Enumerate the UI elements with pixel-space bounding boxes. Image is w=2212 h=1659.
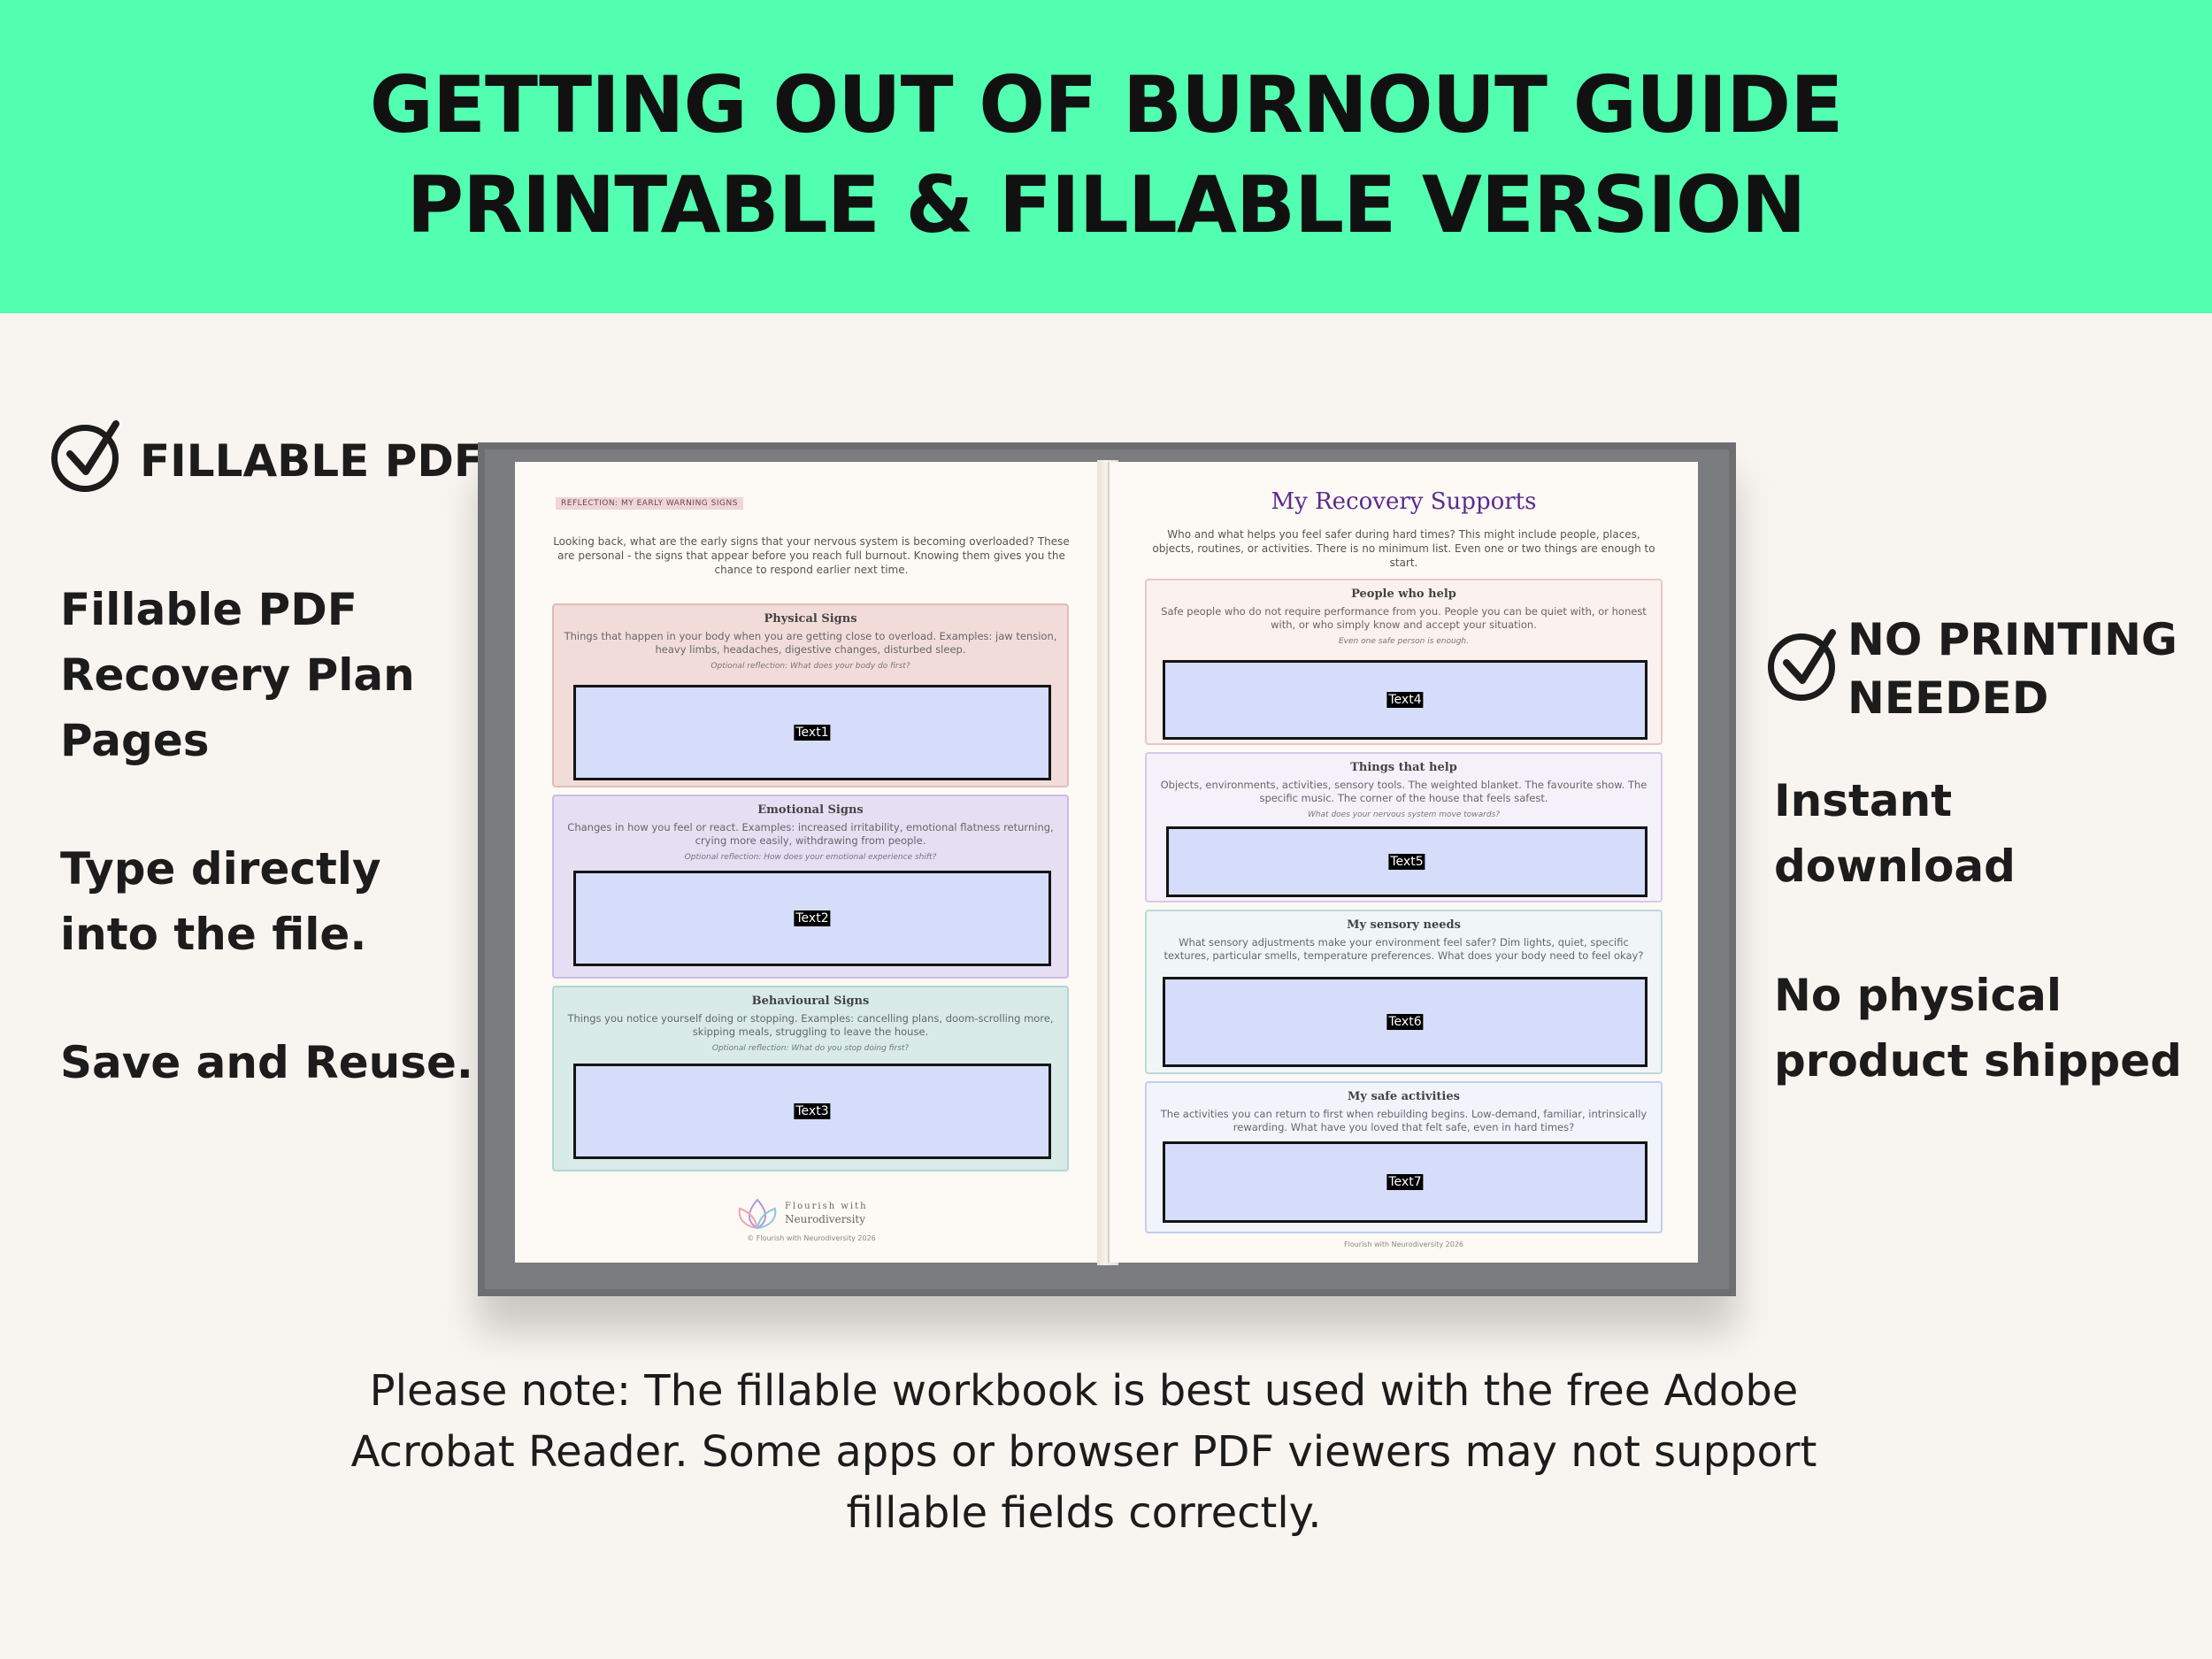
section-title: My safe activities <box>1348 1090 1460 1103</box>
brand-logo: Flourish with Neurodiversity <box>736 1196 887 1232</box>
section-title: Behavioural Signs <box>751 995 870 1008</box>
field-label: Text3 <box>794 1103 831 1119</box>
section-description: Objects, environments, activities, senso… <box>1160 779 1647 804</box>
left-page-intro: Looking back, what are the early signs t… <box>553 535 1070 576</box>
section-question: Optional reflection: How does your emoti… <box>684 853 937 862</box>
field-label: Text4 <box>1386 692 1424 708</box>
section-things-that-help: Things that help Objects, environments, … <box>1145 752 1663 902</box>
section-title: My sensory needs <box>1347 918 1461 932</box>
feature-fillable-pages: Fillable PDF Recovery Plan Pages <box>60 577 415 773</box>
header-banner: GETTING OUT OF BURNOUT GUIDE PRINTABLE &… <box>0 0 2212 313</box>
section-title: People who help <box>1351 588 1456 601</box>
section-description: Things that happen in your body when you… <box>564 630 1057 656</box>
section-title: Physical Signs <box>764 612 857 626</box>
feature-line: product shipped <box>1774 1035 2182 1087</box>
section-sensory-needs: My sensory needs What sensory adjustment… <box>1145 910 1663 1074</box>
section-physical-signs: Physical Signs Things that happen in you… <box>552 603 1069 787</box>
text-field-5[interactable]: Text5 <box>1166 826 1647 897</box>
section-behavioural-signs: Behavioural Signs Things you notice your… <box>552 986 1069 1171</box>
section-title: Things that help <box>1350 761 1457 774</box>
logo-line: Neurodiversity <box>785 1213 866 1225</box>
section-description: Changes in how you feel or react. Exampl… <box>567 821 1054 847</box>
section-safe-activities: My safe activities The activities you ca… <box>1145 1081 1663 1233</box>
heading-line: NEEDED <box>1847 672 2049 724</box>
text-field-1[interactable]: Text1 <box>573 685 1051 780</box>
section-question: Even one safe person is enough. <box>1339 637 1469 646</box>
no-printing-heading: NO PRINTING NEEDED <box>1847 611 2177 727</box>
feature-line: Instant <box>1774 775 1953 826</box>
right-page: My Recovery Supports Who and what helps … <box>1108 462 1698 1263</box>
title-line-1: GETTING OUT OF BURNOUT GUIDE <box>369 59 1844 150</box>
check-circle-icon <box>1768 629 1836 701</box>
feature-line: download <box>1774 841 2016 892</box>
feature-line: Type directly <box>60 843 381 895</box>
text-field-2[interactable]: Text2 <box>573 871 1051 966</box>
feature-type-directly: Type directly into the file. <box>60 836 381 967</box>
right-page-footer: Flourish with Neurodiversity 2026 <box>1344 1240 1463 1248</box>
check-circle-icon <box>51 420 119 492</box>
fillable-pdf-heading: FILLABLE PDF <box>140 435 485 487</box>
left-page-footer: © Flourish with Neurodiversity 2026 <box>747 1234 876 1242</box>
compatibility-note: Please note: The fillable workbook is be… <box>265 1361 1902 1544</box>
note-line: Please note: The fillable workbook is be… <box>369 1366 1799 1416</box>
lotus-icon <box>738 1198 777 1230</box>
section-description: What sensory adjustments make your envir… <box>1164 936 1644 962</box>
field-label: Text1 <box>794 725 831 741</box>
text-field-3[interactable]: Text3 <box>573 1064 1051 1159</box>
feature-save-reuse: Save and Reuse. <box>60 1030 473 1095</box>
section-question: Optional reflection: What does your body… <box>710 662 910 671</box>
feature-line: Pages <box>60 715 210 766</box>
section-tag: REFLECTION: MY EARLY WARNING SIGNS <box>556 497 743 510</box>
field-label: Text7 <box>1386 1174 1424 1190</box>
text-field-4[interactable]: Text4 <box>1163 660 1647 740</box>
title-line-2: PRINTABLE & FILLABLE VERSION <box>406 159 1807 250</box>
section-people-who-help: People who help Safe people who do not r… <box>1145 579 1663 745</box>
section-description: Things you notice yourself doing or stop… <box>567 1012 1054 1038</box>
section-title: Emotional Signs <box>757 803 864 817</box>
field-label: Text6 <box>1386 1014 1424 1030</box>
feature-instant-download: Instant download <box>1774 768 2016 899</box>
note-line: Acrobat Reader. Some apps or browser PDF… <box>350 1427 1817 1477</box>
feature-line: Recovery Plan <box>60 649 415 701</box>
logo-line: Flourish with <box>785 1202 868 1211</box>
field-label: Text2 <box>794 910 831 926</box>
section-question: What does your nervous system move towar… <box>1307 810 1501 819</box>
text-field-7[interactable]: Text7 <box>1163 1141 1647 1223</box>
recovery-supports-title: My Recovery Supports <box>1271 488 1537 515</box>
page-title: GETTING OUT OF BURNOUT GUIDE PRINTABLE &… <box>0 55 2212 255</box>
right-page-intro: Who and what helps you feel safer during… <box>1152 528 1655 569</box>
left-page: REFLECTION: MY EARLY WARNING SIGNS Looki… <box>515 462 1110 1263</box>
feature-line: Fillable PDF <box>60 584 357 635</box>
heading-line: NO PRINTING <box>1847 614 2177 665</box>
section-description: Safe people who do not require performan… <box>1161 605 1647 631</box>
feature-line: into the file. <box>60 909 367 960</box>
feature-line: Save and Reuse. <box>60 1037 473 1088</box>
field-label: Text5 <box>1388 854 1425 870</box>
section-description: The activities you can return to first w… <box>1160 1108 1647 1133</box>
text-field-6[interactable]: Text6 <box>1163 977 1647 1067</box>
feature-line: No physical <box>1774 970 2062 1021</box>
feature-no-physical: No physical product shipped <box>1774 963 2182 1094</box>
open-book-mockup: REFLECTION: MY EARLY WARNING SIGNS Looki… <box>478 442 1736 1296</box>
section-emotional-signs: Emotional Signs Changes in how you feel … <box>552 795 1069 979</box>
section-question: Optional reflection: What do you stop do… <box>711 1044 910 1053</box>
note-line: fillable fields correctly. <box>846 1488 1322 1538</box>
